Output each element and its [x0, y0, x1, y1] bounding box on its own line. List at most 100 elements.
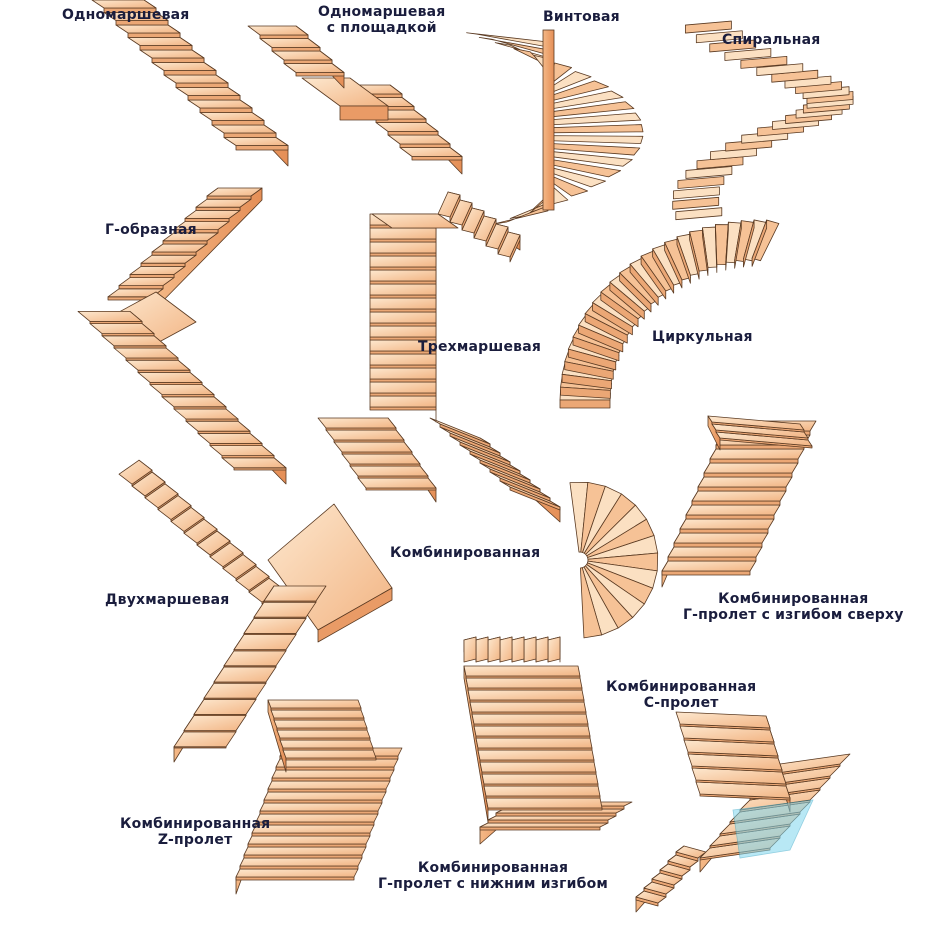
tread: [499, 636, 513, 663]
helical-tread: [684, 20, 732, 34]
label-single-flight: Одномаршевая: [62, 7, 190, 23]
center-pole: [542, 29, 555, 211]
tread: [113, 347, 179, 359]
riser: [369, 308, 437, 313]
tread: [479, 822, 609, 828]
helical-tread: [756, 63, 804, 77]
tread: [211, 124, 277, 134]
riser: [223, 132, 277, 138]
tread: [282, 749, 377, 759]
tread: [369, 241, 437, 254]
tread: [349, 465, 429, 477]
circular-riser: [664, 242, 683, 289]
tread: [369, 367, 437, 380]
tread: [243, 618, 307, 634]
riser: [661, 570, 751, 576]
label-spiral-pole: Винтовая: [543, 9, 620, 25]
tread: [697, 476, 793, 488]
helical-tread: [675, 207, 723, 221]
tread: [206, 187, 263, 197]
tread: [357, 477, 437, 489]
tread: [149, 384, 215, 396]
riser: [259, 34, 309, 39]
tread: [709, 448, 805, 460]
circular-riser: [600, 291, 639, 328]
tread: [163, 74, 229, 84]
tread: [463, 665, 581, 677]
tread: [475, 737, 593, 749]
tread: [139, 49, 205, 59]
tread: [271, 50, 333, 61]
tread: [235, 868, 359, 878]
tread: [223, 650, 287, 667]
single-flight-stair: [91, 0, 289, 167]
label-combined-c: Комбинированная С-пролет: [606, 679, 756, 711]
riser: [127, 32, 181, 38]
label-line-1: Одномаршевая: [318, 4, 446, 20]
tread: [187, 99, 253, 109]
tread: [707, 415, 805, 431]
riser: [295, 72, 345, 77]
riser: [369, 392, 437, 397]
riser: [369, 378, 437, 383]
circular-stair: [559, 219, 780, 409]
combined-z-stair: [235, 699, 403, 895]
tread: [369, 325, 437, 338]
label-combined-l-bottom: Комбинированная Г-пролет с нижним изгибо…: [378, 860, 608, 892]
riser: [697, 486, 787, 492]
l-shaped-stair: [77, 187, 287, 485]
tread: [247, 25, 309, 36]
tread: [233, 634, 297, 650]
tread: [487, 815, 617, 821]
circular-riser: [567, 348, 617, 371]
circular-riser: [714, 224, 718, 273]
tread: [375, 122, 439, 132]
riser: [175, 82, 229, 88]
tread: [271, 769, 395, 779]
tread: [369, 395, 437, 408]
helical-stair: [672, 20, 854, 221]
tread: [91, 0, 157, 9]
tread: [481, 773, 599, 785]
circular-riser: [592, 302, 633, 336]
winder-tread: [580, 567, 603, 639]
circular-riser: [561, 373, 612, 390]
tread: [118, 459, 153, 485]
label-single-flight-landing: Одномаршевая с площадкой: [318, 4, 445, 36]
riser: [479, 826, 601, 831]
tread: [399, 147, 463, 157]
riser: [691, 500, 781, 506]
riser: [387, 131, 439, 136]
combined-l-bottom-turn-stair: [463, 665, 633, 845]
tread: [437, 191, 461, 218]
combined-c-stair: [635, 711, 851, 913]
tread: [487, 636, 501, 663]
circular-riser: [609, 281, 645, 320]
tread: [253, 601, 317, 618]
tread: [673, 532, 769, 544]
tread: [467, 689, 585, 701]
tread: [199, 112, 265, 121]
tread: [369, 255, 437, 268]
label-line-2: с площадкой: [326, 20, 437, 36]
riser: [267, 788, 387, 793]
spiral-tread: [547, 124, 644, 134]
tread: [547, 636, 561, 663]
label-three-flight: Трехмаршевая: [418, 339, 542, 355]
circular-riser: [640, 255, 667, 300]
tread: [259, 802, 383, 812]
tread: [691, 490, 787, 502]
riser: [283, 59, 333, 64]
tread: [477, 749, 595, 761]
tread: [125, 359, 191, 371]
tread: [369, 283, 437, 296]
tread: [279, 739, 374, 749]
tread: [209, 445, 275, 457]
circular-riser: [578, 324, 624, 353]
circular-riser: [725, 221, 729, 271]
tread: [523, 636, 537, 663]
riser: [239, 865, 359, 870]
label-l-shaped: Г-образная: [105, 222, 197, 238]
tread: [667, 546, 763, 558]
tread: [263, 791, 387, 801]
